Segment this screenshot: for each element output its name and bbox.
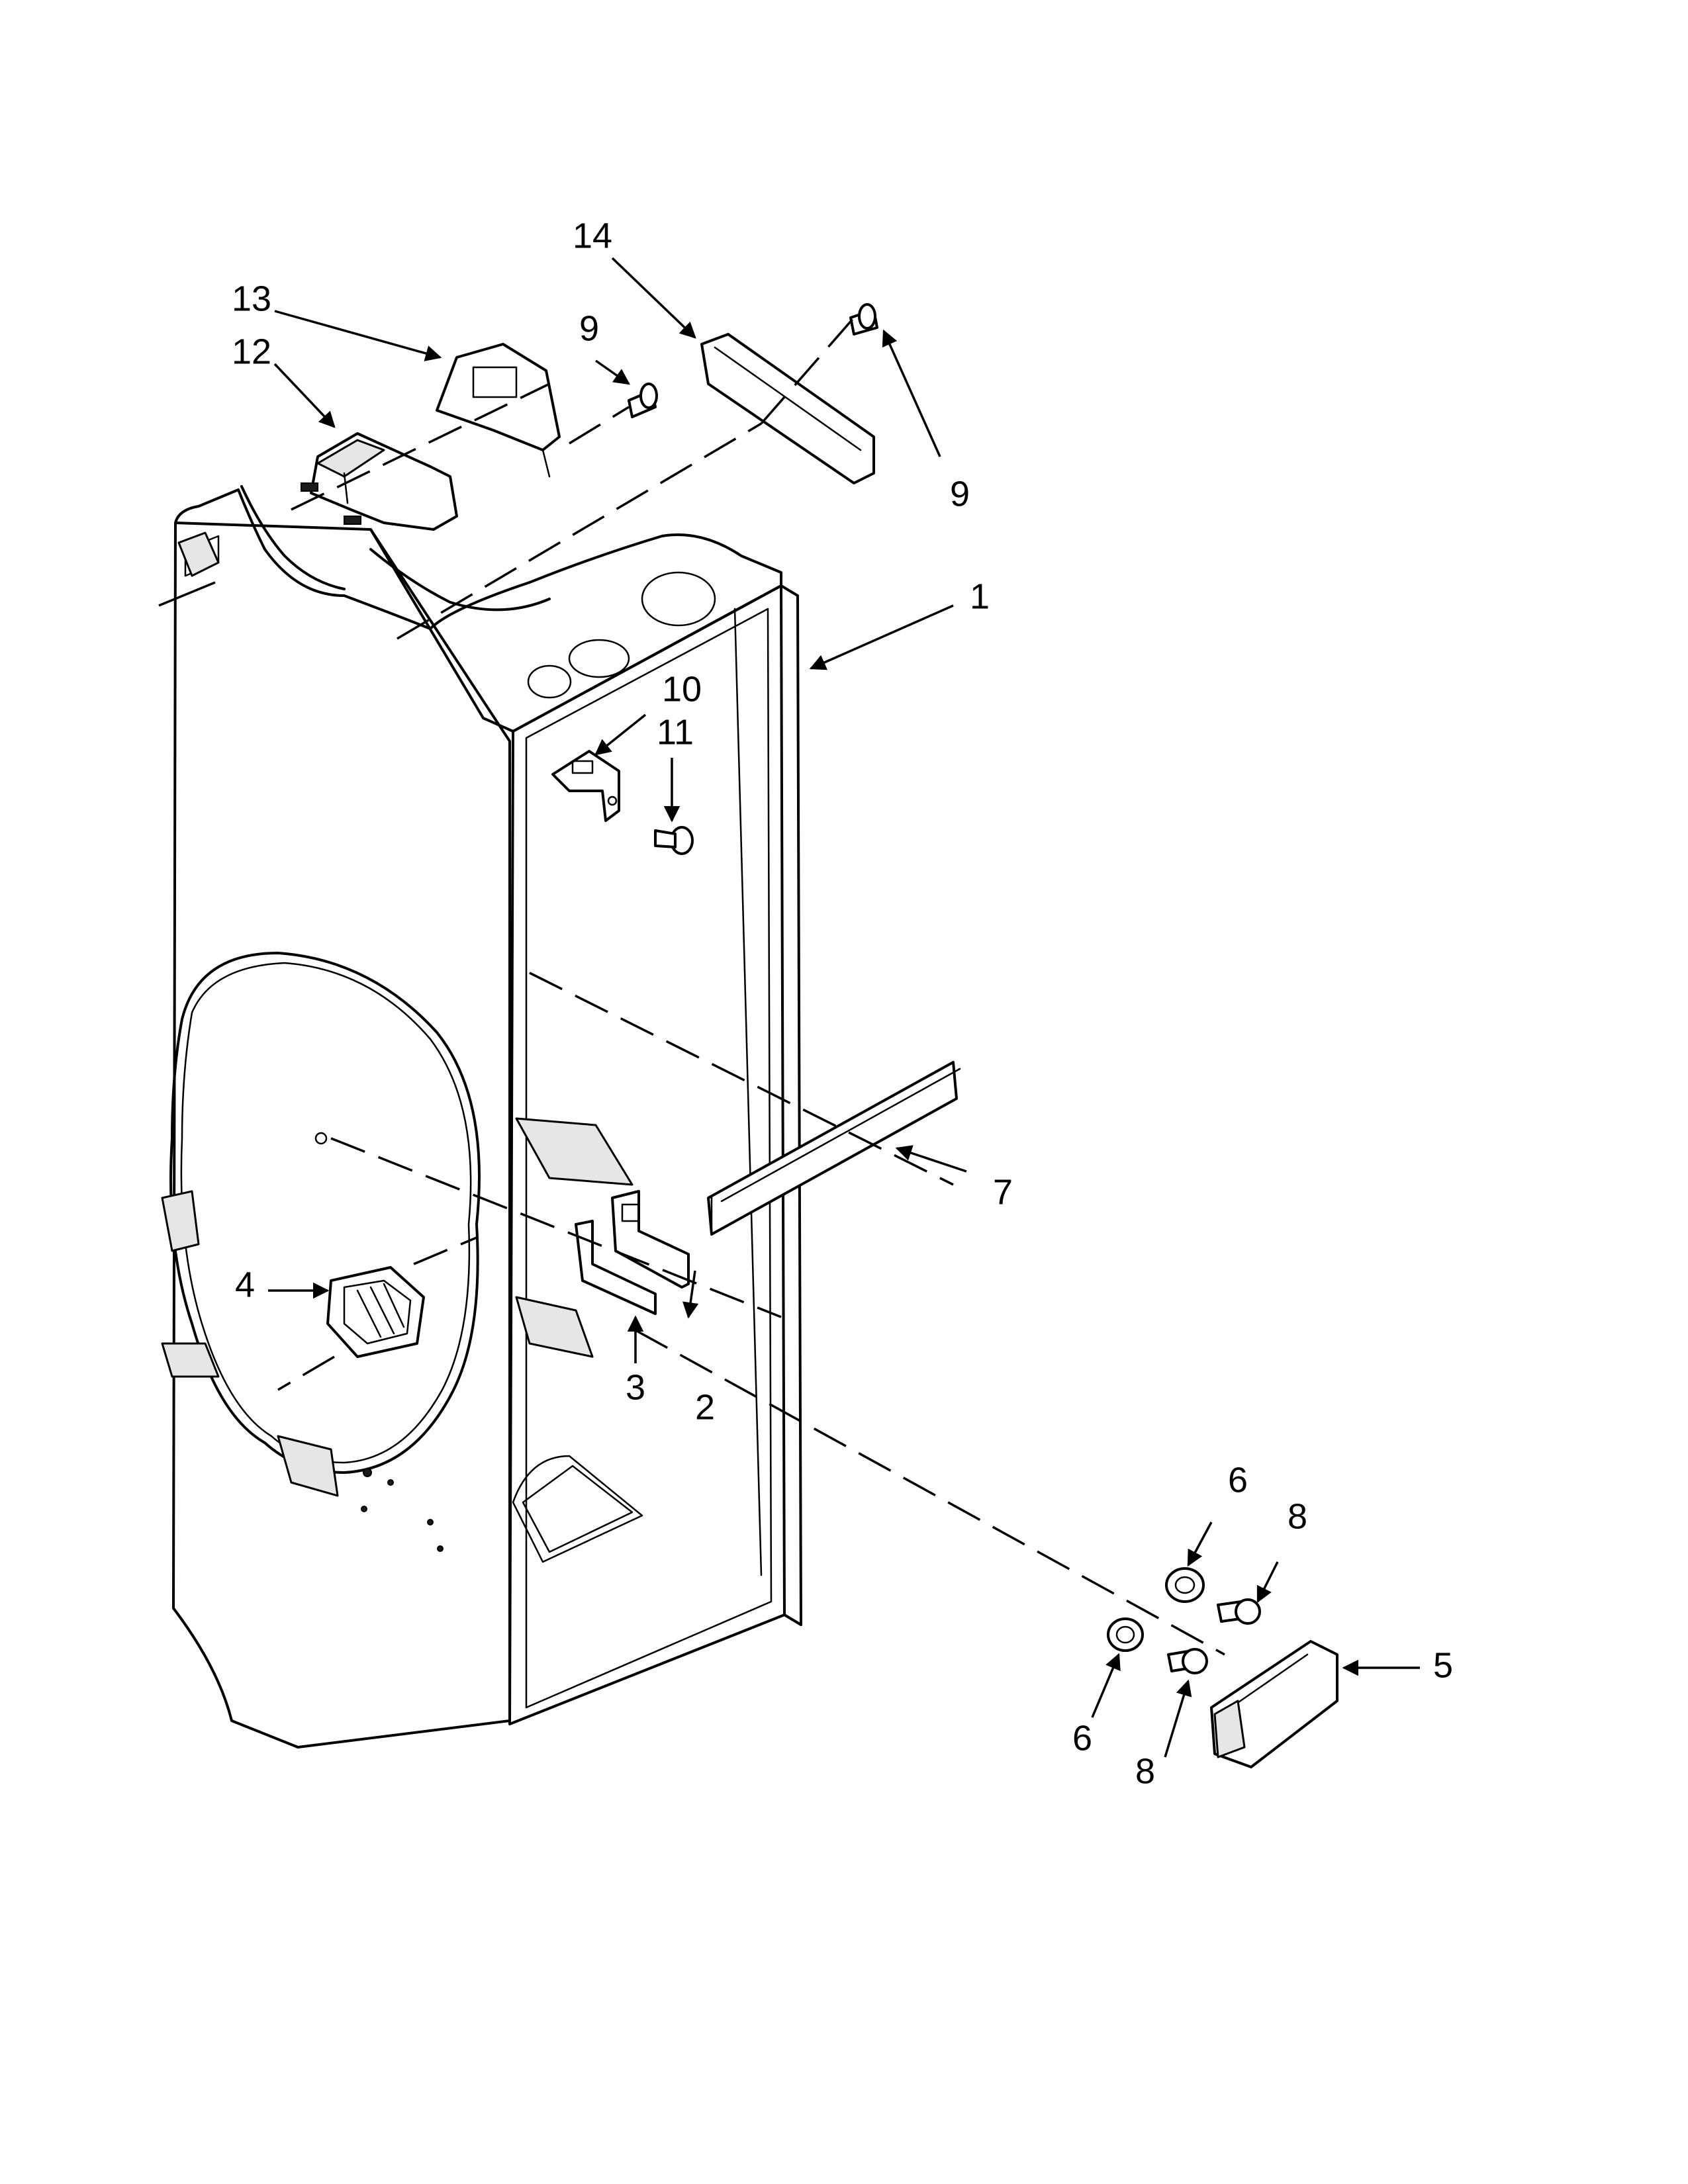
callout-2: 2 [695,1387,715,1427]
grille-part-4 [326,1266,425,1358]
callout-8-upper: 8 [1288,1496,1307,1536]
cap-part-6-upper [1165,1567,1205,1603]
callout-10: 10 [662,669,702,709]
callout-7: 7 [993,1172,1013,1212]
cap-part-6-lower [1107,1617,1144,1652]
assembly-lines [277,316,1225,1656]
callout-12: 12 [232,332,271,371]
callout-labels: 1 2 3 4 5 6 6 7 8 8 9 9 10 11 12 13 14 [232,216,1453,1791]
channel-part-14 [700,333,875,484]
rail-part-7 [707,1061,961,1236]
bracket-part-2 [611,1190,690,1289]
bracket-part-10 [551,750,620,822]
cabinet-liner [158,485,802,1749]
bracket-part-13 [436,343,561,478]
screw-part-8-upper [1217,1598,1261,1625]
callout-8-lower: 8 [1135,1751,1155,1791]
callout-5: 5 [1433,1645,1453,1685]
callout-4: 4 [235,1265,255,1304]
screw-part-9-right [849,303,878,336]
callout-14: 14 [573,216,612,255]
callout-9-right: 9 [950,474,970,514]
callout-11: 11 [657,712,694,752]
callout-9-left: 9 [579,308,599,348]
bracket-part-3 [575,1220,657,1315]
callout-3: 3 [626,1367,645,1407]
screw-part-9-left [628,383,658,418]
housing-part-5 [1210,1640,1338,1768]
callout-6-upper: 6 [1228,1460,1248,1500]
leader-lines [268,257,1420,1758]
callout-1: 1 [970,576,990,616]
module-part-12 [301,432,458,531]
screw-part-11 [654,826,694,855]
screw-part-8-lower [1167,1648,1208,1674]
callout-6-lower: 6 [1072,1718,1092,1758]
callout-13: 13 [232,279,271,318]
